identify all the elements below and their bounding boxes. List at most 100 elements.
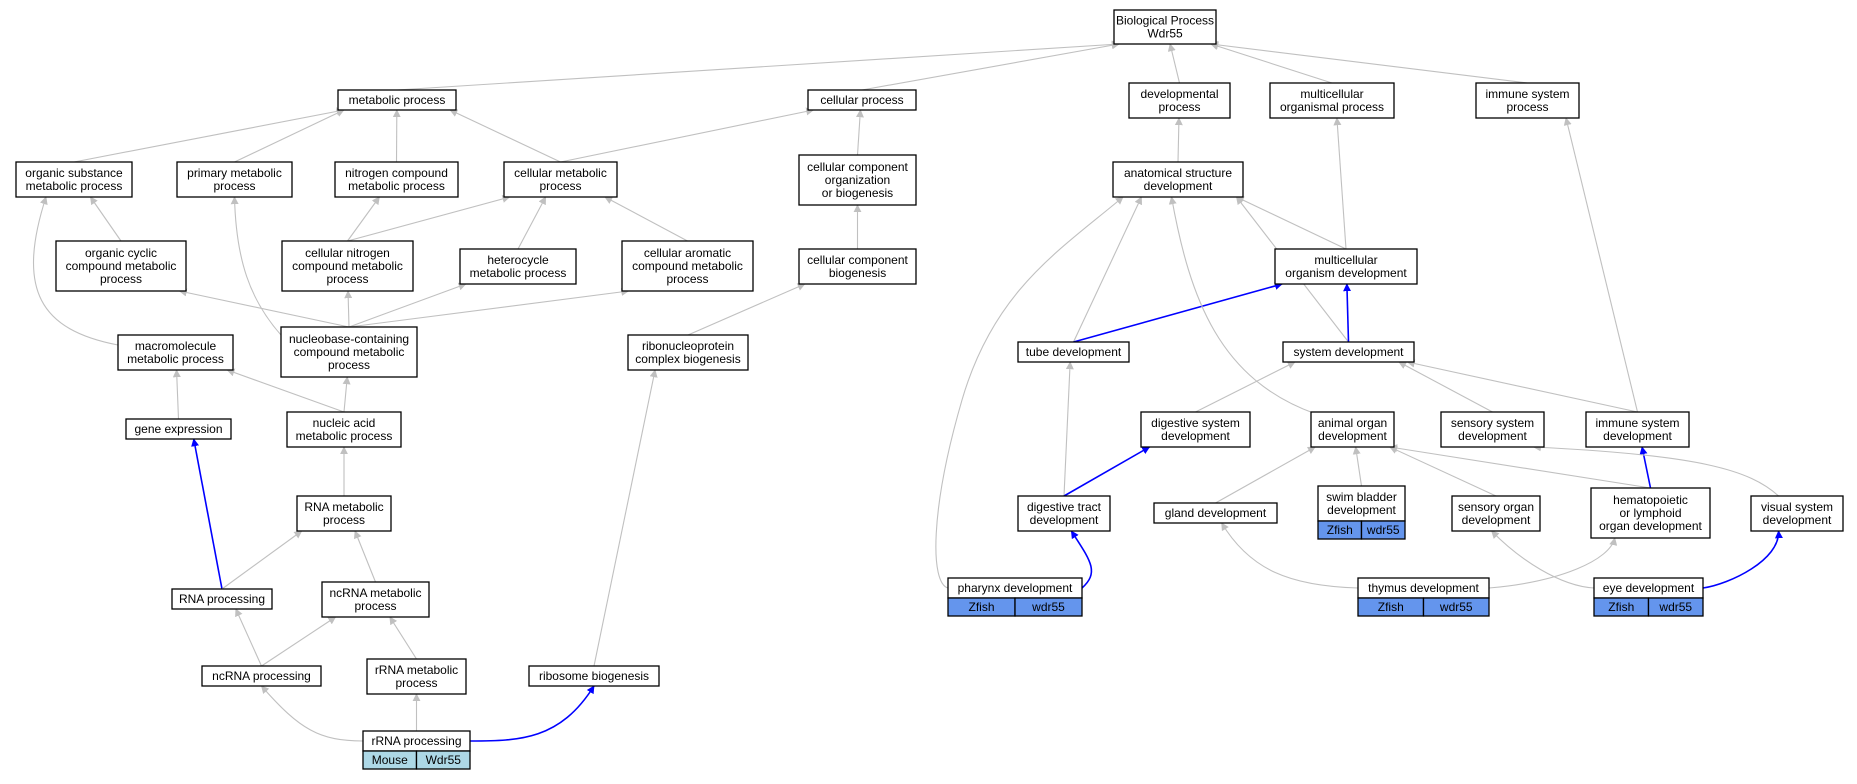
node-system-development[interactable]: system development (1282, 341, 1415, 363)
node-label-line: compound metabolic (294, 345, 405, 359)
edge-nucleobase-to-cellnitro (344, 290, 353, 328)
edge-ncrnaproc-to-ncrnamet (261, 616, 337, 667)
edge-sensoryorgan-to-animalorgan (1389, 446, 1497, 497)
node-tube-development[interactable]: tube development (1017, 341, 1130, 363)
edge-ccorg-to-cellular (855, 109, 864, 156)
node-gland-development[interactable]: gland development (1153, 502, 1278, 524)
node-ribosome-biogenesis[interactable]: ribosome biogenesis (528, 665, 660, 687)
edge-nucleobase-to-orgcyclic (178, 288, 350, 328)
node-label-line: pharynx development (958, 581, 1073, 595)
node-label-line: ribosome biogenesis (539, 669, 649, 683)
edge-immunedev-to-system (1406, 359, 1638, 413)
annotation-cell (1647, 597, 1704, 617)
edge-nucleobase-to-cellarom (348, 287, 630, 328)
node-label-line: RNA processing (179, 592, 265, 606)
annotation-gene: wdr55 (1031, 600, 1065, 614)
node-label-line: ncRNA metabolic (329, 586, 421, 600)
node-label-line: nucleobase-containing (289, 332, 409, 346)
node-label-line: multicellular (1314, 253, 1377, 267)
node-rna-processing[interactable]: RNA processing (171, 588, 273, 610)
edge-digtract-to-digsys (1063, 446, 1151, 497)
node-gene-expression[interactable]: gene expression (125, 418, 232, 440)
node-box (281, 240, 414, 292)
node-box (15, 161, 133, 198)
node-box (55, 240, 187, 292)
edge-rrnaproc-to-ribosome (469, 685, 595, 742)
edge-ribosome-to-rnpbio (593, 369, 658, 667)
node-label-line: gland development (1165, 506, 1267, 520)
edge-orgsub-to-metabolic (73, 107, 345, 163)
edge-digsys-to-system (1195, 361, 1296, 413)
edge-eye-to-sensoryorgan (1491, 530, 1595, 589)
node-box (1310, 411, 1395, 448)
node-label-line: immune system (1485, 87, 1569, 101)
node-label-line: development (1318, 429, 1387, 443)
annotation-gene: Wdr55 (426, 753, 462, 767)
edge-swim-to-animalorgan (1352, 446, 1363, 487)
edge-multidev-to-anatomical (1235, 196, 1347, 250)
edge-thymus-to-hemato (1488, 537, 1618, 589)
node-box (1017, 341, 1130, 363)
edge-nucleic-to-macro (226, 368, 345, 413)
node-box (337, 89, 457, 111)
node-metabolic-process[interactable]: metabolic process (337, 89, 457, 111)
node-cellular-process[interactable]: cellular process (807, 89, 917, 111)
node-ncrna-processing[interactable]: ncRNA processing (201, 665, 322, 687)
node-label-line: process (326, 272, 368, 286)
node-label-line: digestive system (1151, 416, 1240, 430)
node-label-line: metabolic process (348, 179, 445, 193)
node-box (627, 334, 749, 371)
annotation-species: Zfish (1327, 523, 1353, 537)
edge-devproc-to-bp (1167, 43, 1181, 84)
node-label-line: tube development (1026, 345, 1122, 359)
edge-hemato-to-animalorgan (1389, 444, 1651, 489)
node-label-line: process (328, 358, 370, 372)
node-label-line: rRNA metabolic (375, 663, 458, 677)
edge-pharynx-to-digtract (1070, 530, 1093, 589)
node-label-line: thymus development (1368, 581, 1479, 595)
node-label-line: metabolic process (470, 266, 567, 280)
annotation-cell (1014, 597, 1083, 617)
node-box (1585, 411, 1690, 448)
node-label-line: rRNA processing (371, 734, 461, 748)
node-label-line: Wdr55 (1147, 27, 1183, 41)
edge-macro-to-orgsub (32, 196, 119, 346)
